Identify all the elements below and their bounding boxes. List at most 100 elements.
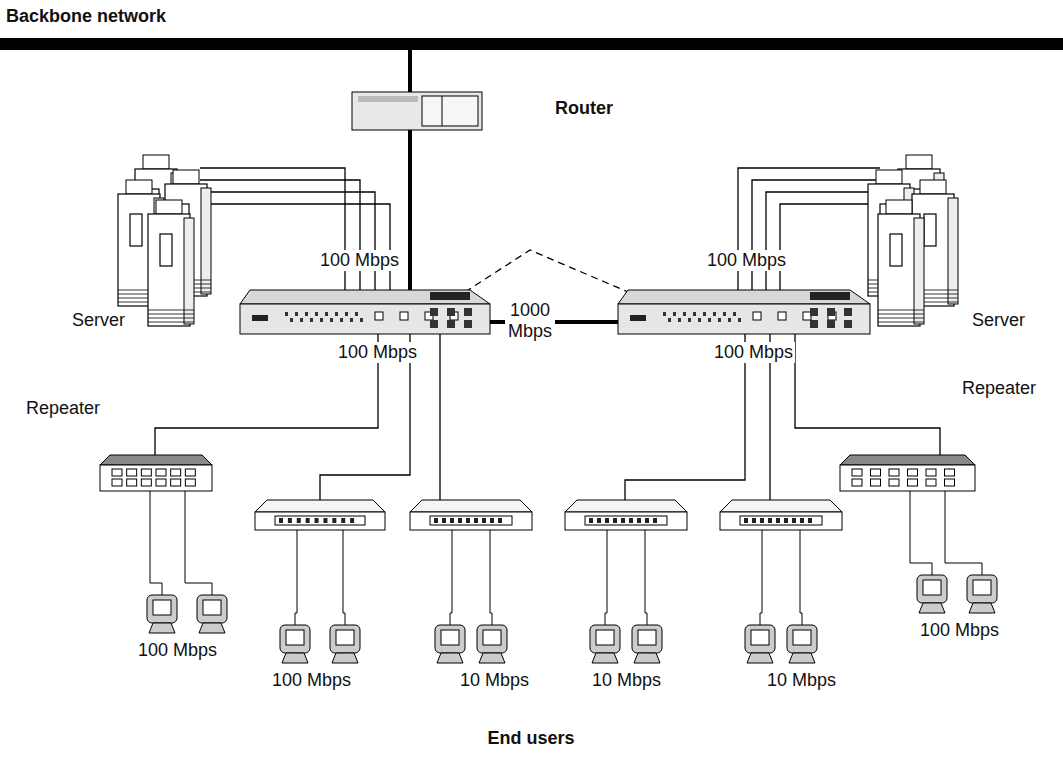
speed-label: 100 Mbps xyxy=(705,250,788,271)
monitor xyxy=(967,575,997,603)
part xyxy=(127,469,137,476)
part xyxy=(605,518,609,523)
part xyxy=(447,320,455,328)
part xyxy=(130,214,142,246)
server-stripe xyxy=(878,314,924,315)
monitor xyxy=(435,625,465,653)
cable xyxy=(766,192,880,292)
cable xyxy=(800,530,802,625)
hub-symbol xyxy=(255,500,385,530)
pc-base xyxy=(592,653,618,663)
server-stripe xyxy=(148,322,194,323)
part xyxy=(320,318,323,322)
part xyxy=(728,318,731,322)
cable xyxy=(200,204,390,292)
cable xyxy=(185,491,212,595)
cable xyxy=(200,168,345,292)
part xyxy=(203,600,221,615)
cable xyxy=(752,180,880,292)
part xyxy=(840,455,975,465)
part xyxy=(753,312,761,320)
pc-symbol xyxy=(590,625,620,663)
part xyxy=(810,320,818,328)
part xyxy=(350,318,353,322)
cable xyxy=(605,530,607,625)
part xyxy=(375,312,383,320)
monitor xyxy=(147,595,177,623)
pc-symbol xyxy=(477,625,507,663)
part xyxy=(240,304,490,334)
part xyxy=(923,580,941,595)
part xyxy=(720,500,842,512)
part xyxy=(360,318,363,322)
part xyxy=(613,518,617,523)
part xyxy=(490,518,494,523)
pc-symbol xyxy=(435,625,465,663)
part xyxy=(430,292,470,300)
part xyxy=(255,512,385,530)
part xyxy=(889,469,899,476)
backbone-bar xyxy=(0,38,1063,50)
part xyxy=(808,518,812,523)
monitor xyxy=(917,575,947,603)
part xyxy=(430,320,438,328)
device-label: Repeater xyxy=(24,398,102,419)
server-stripe xyxy=(878,322,924,323)
speed-label: 100 Mbps xyxy=(136,640,219,661)
part xyxy=(673,312,676,316)
part xyxy=(441,630,459,645)
part xyxy=(171,469,181,476)
part xyxy=(637,518,641,523)
part xyxy=(315,518,319,523)
part xyxy=(286,630,304,645)
monitor xyxy=(590,625,620,653)
part xyxy=(800,518,804,523)
server-symbol xyxy=(878,200,924,326)
server-stripe xyxy=(878,310,924,311)
part xyxy=(288,518,292,523)
part xyxy=(430,516,512,525)
part xyxy=(156,479,166,486)
part xyxy=(279,518,283,523)
part xyxy=(156,469,166,476)
part xyxy=(458,518,462,523)
part xyxy=(827,308,835,316)
speed-label: 100 Mbps xyxy=(336,342,419,363)
part xyxy=(336,630,354,645)
part xyxy=(945,479,955,486)
part xyxy=(285,312,288,316)
speed-label: 100 Mbps xyxy=(318,250,401,271)
part xyxy=(703,312,706,316)
server-stripe xyxy=(148,314,194,315)
part xyxy=(618,304,870,334)
part xyxy=(713,312,716,316)
server-stripe xyxy=(148,318,194,319)
speed-label: 10 Mbps xyxy=(765,670,838,691)
part xyxy=(924,214,936,246)
device-label: Router xyxy=(553,98,615,119)
part xyxy=(740,516,822,525)
router-seam xyxy=(442,96,443,126)
part xyxy=(352,92,482,130)
monitor xyxy=(330,625,360,653)
cable xyxy=(780,204,880,292)
part xyxy=(466,518,470,523)
part xyxy=(852,479,862,486)
part xyxy=(778,312,786,320)
router-uplink xyxy=(408,130,412,292)
part xyxy=(914,218,924,324)
part xyxy=(827,320,835,328)
cable xyxy=(738,168,880,292)
cable xyxy=(490,530,492,625)
device-label: Server xyxy=(70,310,127,331)
part xyxy=(844,308,852,316)
part xyxy=(297,518,301,523)
monitor xyxy=(280,625,310,653)
part xyxy=(688,318,691,322)
part xyxy=(908,479,918,486)
part xyxy=(630,315,646,321)
part xyxy=(275,516,365,525)
part xyxy=(126,180,152,194)
part xyxy=(153,600,171,615)
part xyxy=(160,234,172,266)
